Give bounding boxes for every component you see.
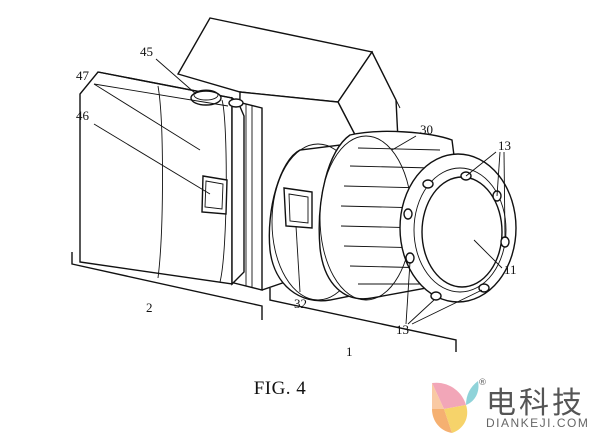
label-leds-top: 13 <box>498 138 511 153</box>
bracket-camera-body <box>71 252 263 320</box>
bracket-lens-module <box>269 288 457 352</box>
label-leds-bottom: 13 <box>396 322 409 337</box>
leader-lines <box>93 58 506 325</box>
watermark-chinese-text: 电科技 <box>486 386 585 421</box>
watermark: 电科技 ® DIANKEJI.COM <box>424 378 596 436</box>
lens-module <box>268 130 517 303</box>
label-lens-module: 1 <box>346 344 353 359</box>
label-lens-focus-ring: 30 <box>420 122 433 137</box>
watermark-english-text: DIANKEJI.COM <box>486 416 590 430</box>
figure-caption: FIG. 4 <box>253 378 307 399</box>
watermark-registered-mark: ® <box>478 378 487 388</box>
label-shutter-button: 45 <box>140 44 153 59</box>
lens-button <box>283 187 313 229</box>
camera-grip <box>79 71 245 286</box>
label-grip: 47 <box>76 68 90 83</box>
grip-button <box>201 175 228 215</box>
label-grip-button: 46 <box>76 108 90 123</box>
label-lens-button: 32 <box>294 296 307 311</box>
watermark-logo-icon <box>432 381 479 433</box>
label-lens-optic: 11 <box>504 262 517 277</box>
label-camera-body: 2 <box>146 300 153 315</box>
